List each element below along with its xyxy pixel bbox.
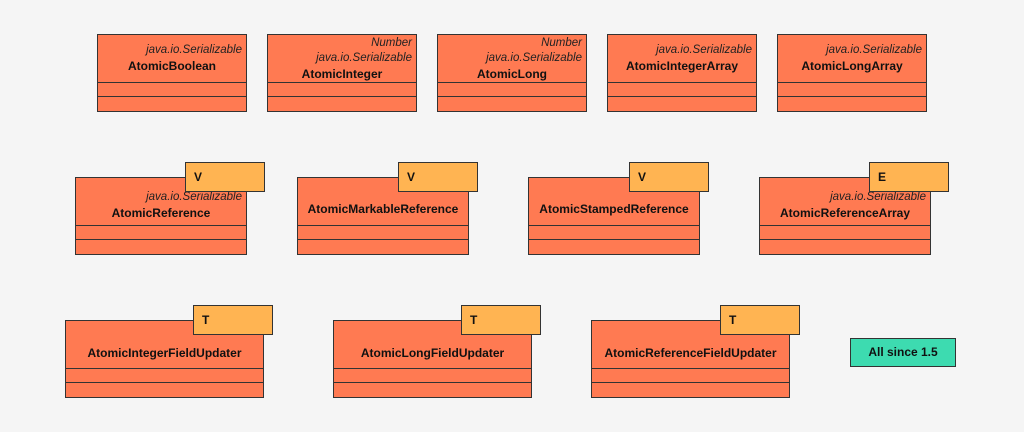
class-name: AtomicReference (111, 206, 211, 220)
type-parameter: T (720, 305, 800, 335)
class-header: java.io.Serializable AtomicReference (76, 178, 246, 226)
class-name: AtomicIntegerFieldUpdater (87, 345, 242, 360)
class-atomic-integer[interactable]: Number java.io.Serializable AtomicIntege… (267, 34, 417, 112)
operations-section (438, 97, 586, 111)
attributes-section (778, 83, 926, 97)
class-header: Number java.io.Serializable AtomicIntege… (268, 35, 416, 83)
operations-section (76, 240, 246, 254)
attributes-section (760, 226, 930, 240)
attributes-section (66, 369, 263, 383)
class-atomic-long[interactable]: Number java.io.Serializable AtomicLong (437, 34, 587, 112)
class-name: AtomicLongArray (801, 59, 903, 73)
operations-section (760, 240, 930, 254)
interface-label: java.io.Serializable (656, 44, 752, 56)
class-header: AtomicLongFieldUpdater (334, 321, 531, 369)
class-atomic-integer-array[interactable]: java.io.Serializable AtomicIntegerArray (607, 34, 757, 112)
interface-label: java.io.Serializable (146, 191, 242, 203)
class-name: AtomicStampedReference (539, 201, 689, 216)
type-parameter: V (629, 162, 709, 192)
class-header: AtomicReferenceFieldUpdater (592, 321, 789, 369)
class-header: java.io.Serializable AtomicBoolean (98, 35, 246, 83)
operations-section (268, 97, 416, 111)
class-atomic-long-array[interactable]: java.io.Serializable AtomicLongArray (777, 34, 927, 112)
class-header: java.io.Serializable AtomicLongArray (778, 35, 926, 83)
class-atomic-stamped-reference[interactable]: AtomicStampedReference (528, 177, 700, 255)
interface-label: java.io.Serializable (830, 191, 926, 203)
class-name: AtomicInteger (301, 66, 383, 81)
attributes-section (98, 83, 246, 97)
class-name: AtomicReferenceArray (779, 206, 911, 220)
attributes-section (76, 226, 246, 240)
class-name: AtomicLongFieldUpdater (360, 345, 505, 360)
interface-label: java.io.Serializable (826, 44, 922, 56)
class-name: AtomicMarkableReference (307, 201, 459, 216)
attributes-section (334, 369, 531, 383)
type-parameter: V (398, 162, 478, 192)
superclass-label: Number (371, 36, 412, 49)
class-name: AtomicBoolean (127, 59, 216, 73)
attributes-section (438, 83, 586, 97)
type-parameter: T (193, 305, 273, 335)
class-name: AtomicLong (477, 66, 547, 81)
operations-section (529, 240, 699, 254)
attributes-section (592, 369, 789, 383)
type-parameter: E (869, 162, 949, 192)
operations-section (608, 97, 756, 111)
operations-section (66, 383, 263, 397)
operations-section (778, 97, 926, 111)
attributes-section (298, 226, 468, 240)
class-header: Number java.io.Serializable AtomicLong (438, 35, 586, 83)
interface-label: java.io.Serializable (486, 51, 582, 64)
interface-label: java.io.Serializable (146, 44, 242, 56)
attributes-section (608, 83, 756, 97)
interface-label: java.io.Serializable (316, 51, 412, 64)
class-atomic-markable-reference[interactable]: AtomicMarkableReference (297, 177, 469, 255)
class-header: java.io.Serializable AtomicIntegerArray (608, 35, 756, 83)
type-parameter: T (461, 305, 541, 335)
class-header: AtomicMarkableReference (298, 178, 468, 226)
class-header: AtomicIntegerFieldUpdater (66, 321, 263, 369)
class-name: AtomicReferenceFieldUpdater (604, 345, 777, 360)
since-note: All since 1.5 (850, 338, 956, 367)
attributes-section (529, 226, 699, 240)
operations-section (592, 383, 789, 397)
class-name: AtomicIntegerArray (625, 59, 739, 73)
class-header: java.io.Serializable AtomicReferenceArra… (760, 178, 930, 226)
type-parameter: V (185, 162, 265, 192)
operations-section (334, 383, 531, 397)
superclass-label: Number (541, 36, 582, 49)
class-header: AtomicStampedReference (529, 178, 699, 226)
class-atomic-boolean[interactable]: java.io.Serializable AtomicBoolean (97, 34, 247, 112)
operations-section (98, 97, 246, 111)
operations-section (298, 240, 468, 254)
attributes-section (268, 83, 416, 97)
